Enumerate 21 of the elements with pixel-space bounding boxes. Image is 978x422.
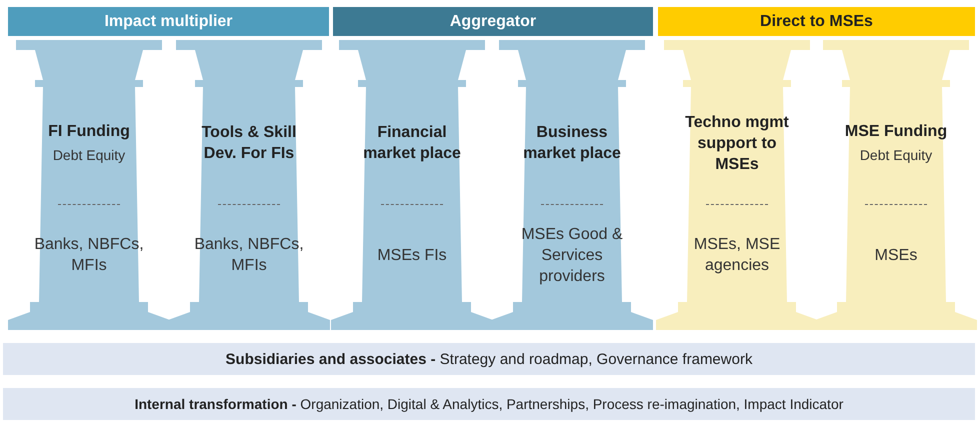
target-audience: MSEs, MSE agencies	[692, 235, 782, 276]
pillar-title: FI Funding	[47, 122, 131, 142]
target-audience: Banks, NBFCs, MFIs	[34, 235, 144, 276]
band-text: Subsidiaries and associates - Strategy and roadmap, Governance framework	[226, 350, 752, 368]
category-header: Aggregator	[333, 7, 653, 36]
target-audience: MSEs FIs	[376, 246, 448, 266]
target-audience: MSEs	[874, 246, 918, 266]
pillar-title: Tools & Skill Dev. For FIs	[200, 123, 298, 164]
category-header: Impact multiplier	[8, 7, 329, 36]
foundation-band	[3, 343, 975, 375]
target-audience: Banks, NBFCs, MFIs	[194, 235, 304, 276]
pillar-subtitle: Debt Equity	[858, 146, 934, 165]
pillar-title: MSE Funding	[844, 122, 948, 142]
pillar-subtitle: Debt Equity	[52, 146, 126, 165]
pillar-title: Business market place	[522, 123, 622, 164]
pillar-title: Financial market place	[362, 123, 462, 164]
band-text: Internal transformation - Organization, Digital & Analytics, Partnerships, Process re-imagination, Impact Indicator	[134, 396, 844, 412]
foundation-band	[3, 388, 975, 420]
target-audience: MSEs Good & Services providers	[520, 224, 624, 286]
pillar-title: Techno mgmt support to MSEs	[684, 112, 790, 174]
category-header: Direct to MSEs	[658, 7, 975, 36]
